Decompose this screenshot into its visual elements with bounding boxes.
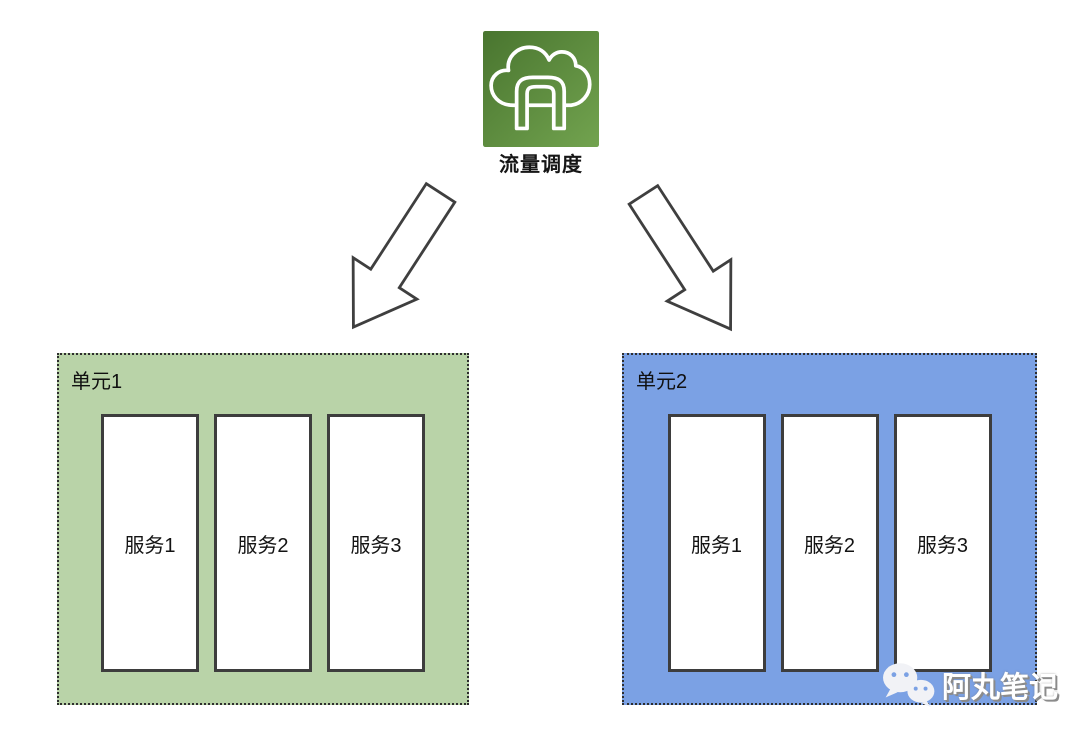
unit-1-label: 单元1 <box>71 371 123 393</box>
cloud-gateway-icon <box>483 31 599 147</box>
icon-background <box>483 31 599 147</box>
service-box: 服务1 <box>667 414 766 672</box>
service-label: 服务1 <box>124 534 176 557</box>
gateway-arch <box>514 75 567 131</box>
service-box: 服务2 <box>780 414 879 672</box>
unit-1-services: 服务1 服务2 服务3 <box>59 414 467 672</box>
unit-2-services: 服务1 服务2 服务3 <box>624 414 1035 672</box>
watermark: 阿丸笔记 <box>882 662 1058 708</box>
service-label: 服务3 <box>916 534 969 557</box>
wechat-icon <box>883 663 935 708</box>
arrow-to-unit-1-icon <box>351 181 457 330</box>
cloud-outline <box>489 45 592 108</box>
service-box: 服务2 <box>214 414 312 672</box>
service-box: 服务3 <box>893 414 992 672</box>
service-label: 服务2 <box>803 534 856 557</box>
service-label: 服务2 <box>237 534 289 557</box>
service-label: 服务3 <box>350 534 402 557</box>
service-box: 服务3 <box>327 414 425 672</box>
arrow-to-unit-2-icon <box>627 183 733 332</box>
unit-2-container: 单元2 服务1 服务2 服务3 <box>622 353 1037 705</box>
service-box: 服务1 <box>101 414 199 672</box>
traffic-node-label: 流量调度 <box>499 154 583 176</box>
service-label: 服务1 <box>690 534 743 557</box>
watermark-text: 阿丸笔记 <box>942 672 1059 704</box>
unit-1-container: 单元1 服务1 服务2 服务3 <box>57 353 469 705</box>
unit-2-label: 单元2 <box>636 371 688 393</box>
